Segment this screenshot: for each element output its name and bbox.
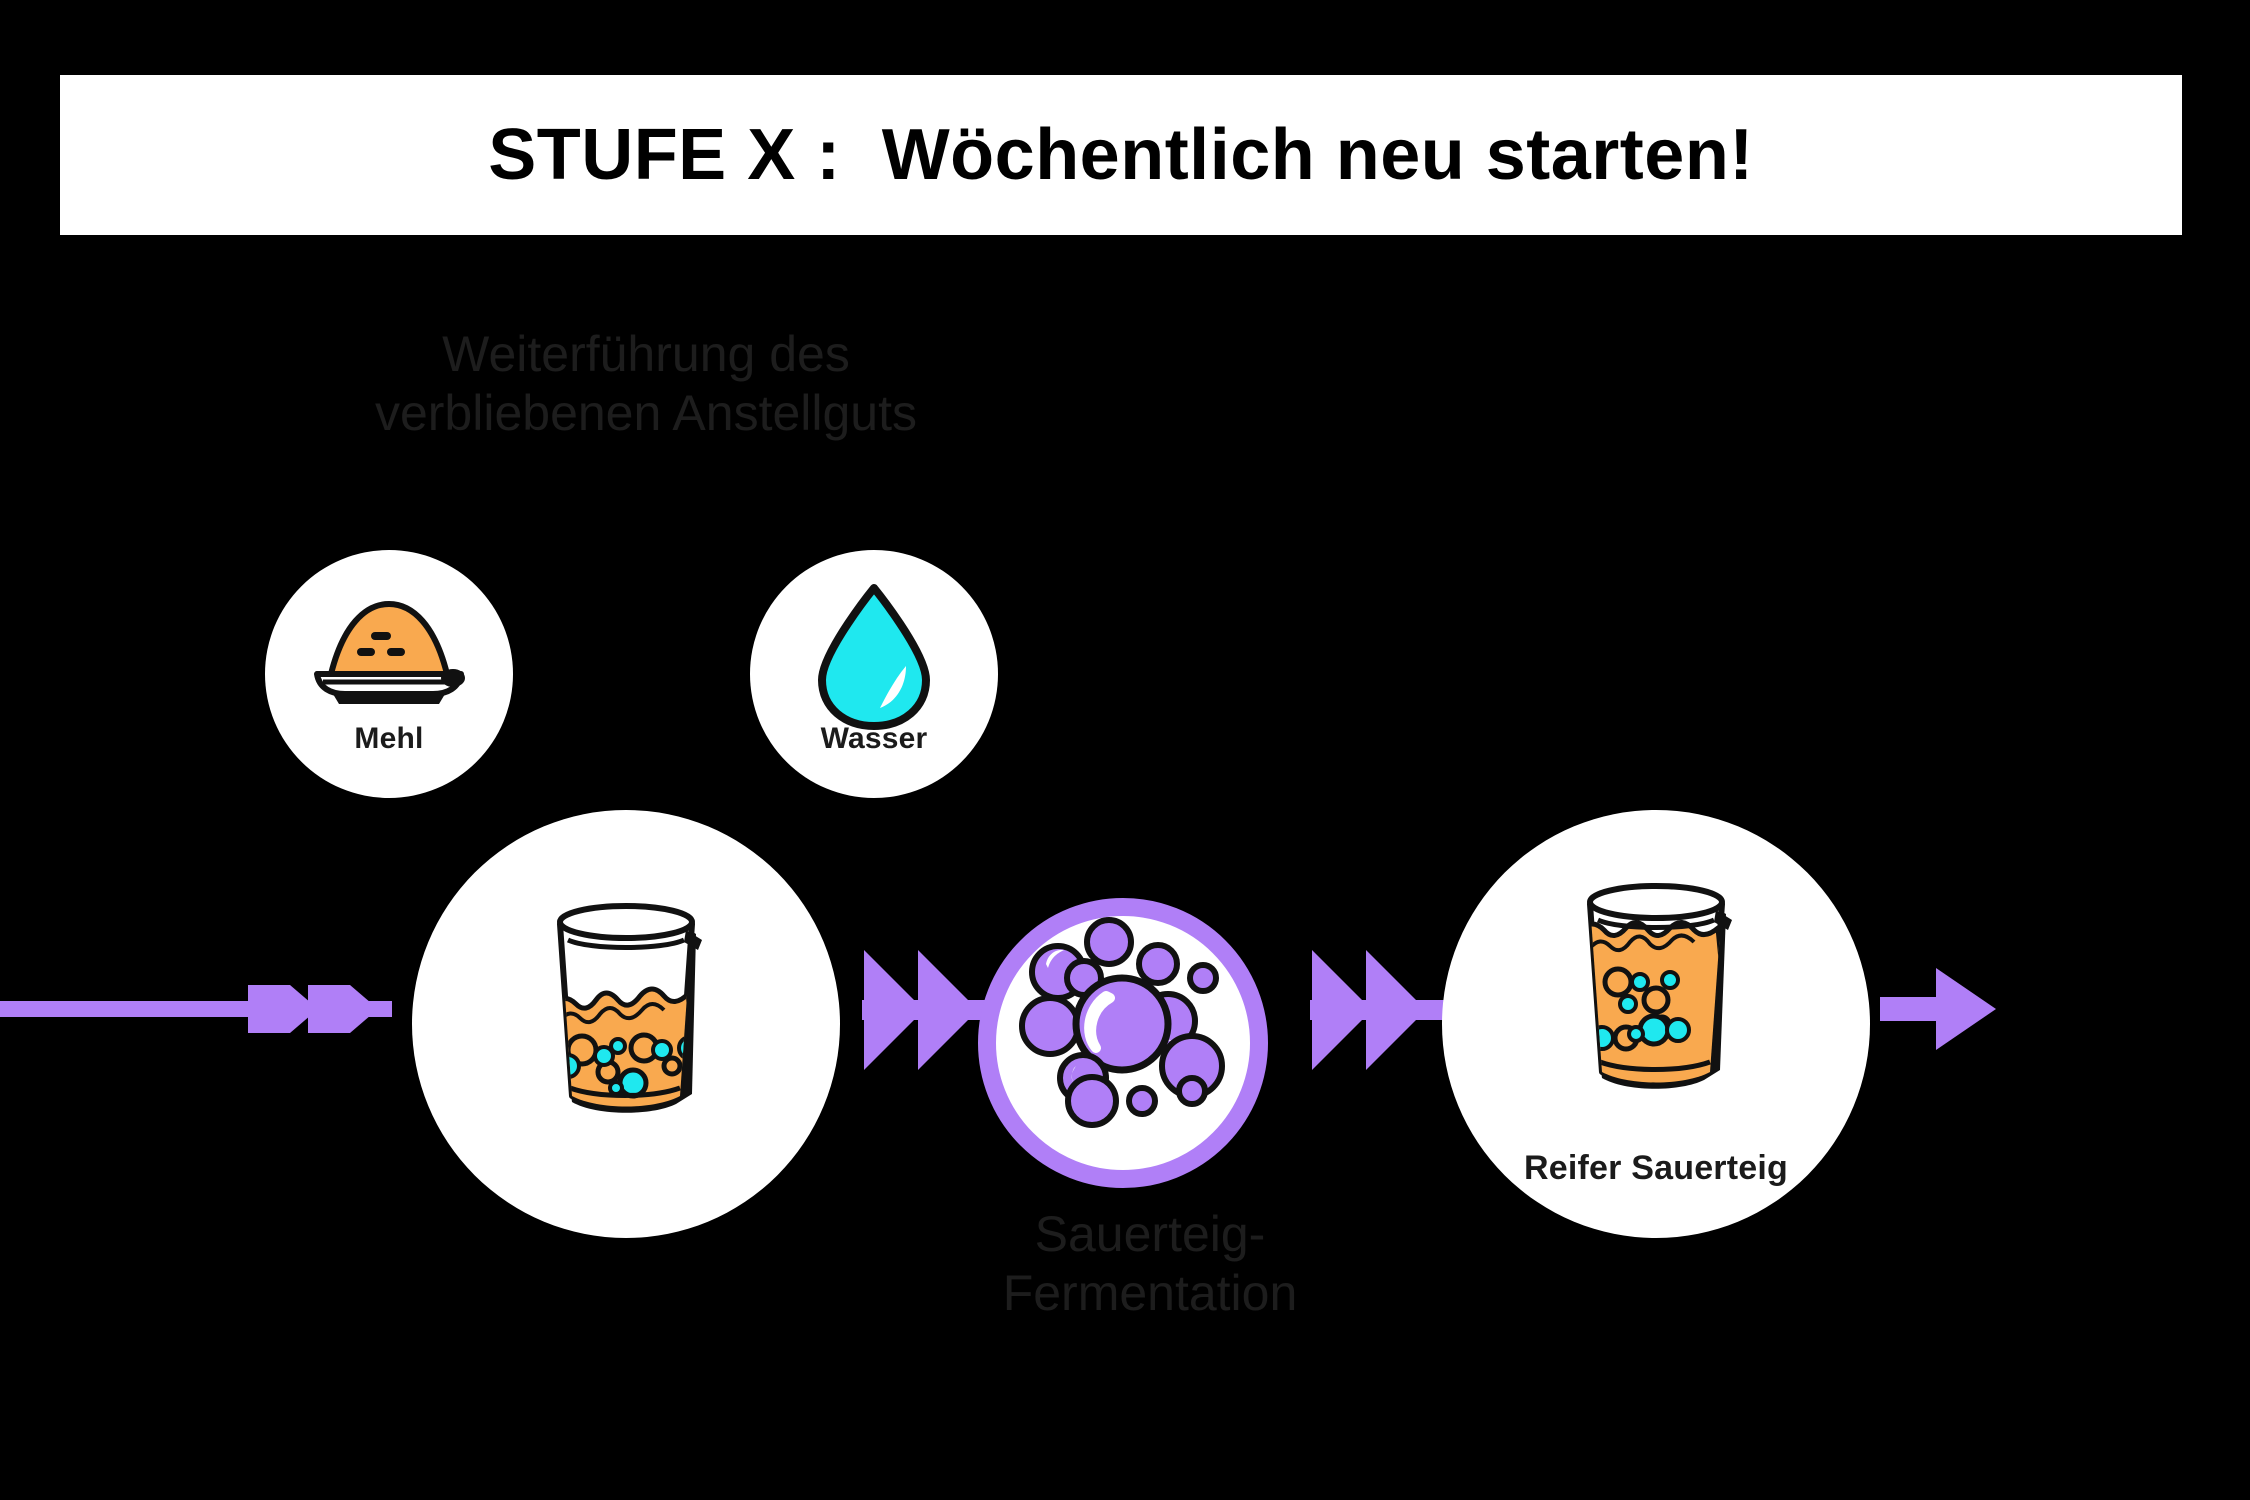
stage-node-fresh-dough[interactable] (412, 810, 840, 1238)
ingredient-node-mehl[interactable]: Mehl (265, 550, 513, 798)
ingredient-label-wasser: Wasser (820, 722, 928, 755)
water-drop-icon (818, 584, 930, 730)
beaker-half-full-icon (557, 903, 702, 1113)
stage-node-ripe-sourdough[interactable]: Reifer Sauerteig (1442, 810, 1870, 1238)
flour-bowl-icon (314, 601, 465, 704)
annotation-continuation-note: Weiterführung des verbliebenen Anstellgu… (374, 326, 918, 441)
bubbles-icon (1019, 917, 1225, 1128)
flow-arrow-outgoing-icon (1880, 968, 1996, 1050)
stage-label-ripe-sourdough: Reifer Sauerteig (1524, 1149, 1788, 1187)
beaker-full-icon (1587, 883, 1732, 1089)
flow-arrow-2-icon (1310, 950, 1460, 1070)
title-banner: STUFE X : Wöchentlich neu starten! (60, 75, 2182, 235)
stage-node-fermentation[interactable] (978, 898, 1268, 1188)
flow-arrow-incoming-icon (0, 985, 392, 1033)
annotation-fermentation-note: Sauerteig- Fermentation (1002, 1206, 1298, 1321)
ingredient-node-wasser[interactable]: Wasser (750, 550, 998, 798)
flow-arrow-1-icon (862, 950, 1012, 1070)
ingredient-label-mehl: Mehl (354, 722, 424, 755)
page-title: STUFE X : Wöchentlich neu starten! (488, 115, 1754, 195)
